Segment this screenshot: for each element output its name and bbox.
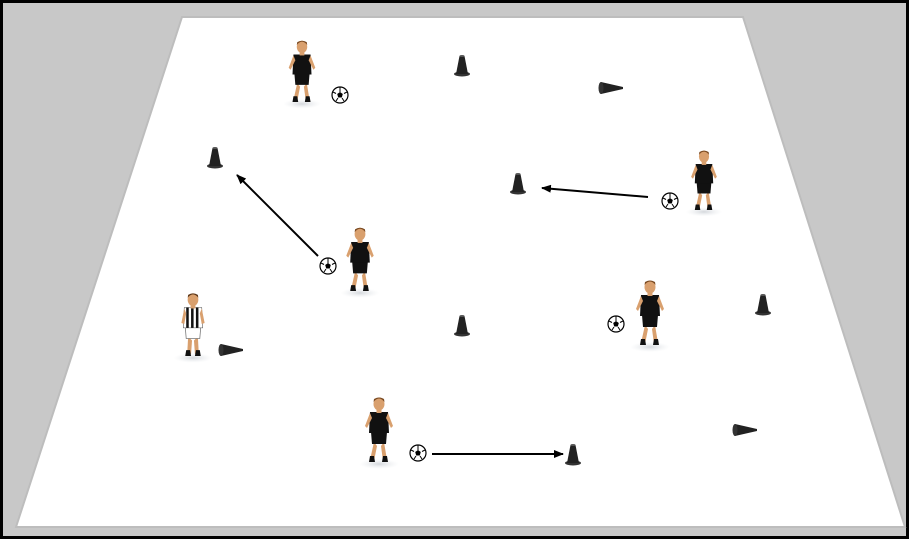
ball	[319, 257, 337, 275]
field	[14, 16, 907, 528]
ball	[409, 444, 427, 462]
ball	[661, 192, 679, 210]
dribble-arrow	[236, 174, 319, 257]
dribble-arrow	[541, 184, 649, 198]
ball	[607, 315, 625, 333]
ball	[331, 86, 349, 104]
